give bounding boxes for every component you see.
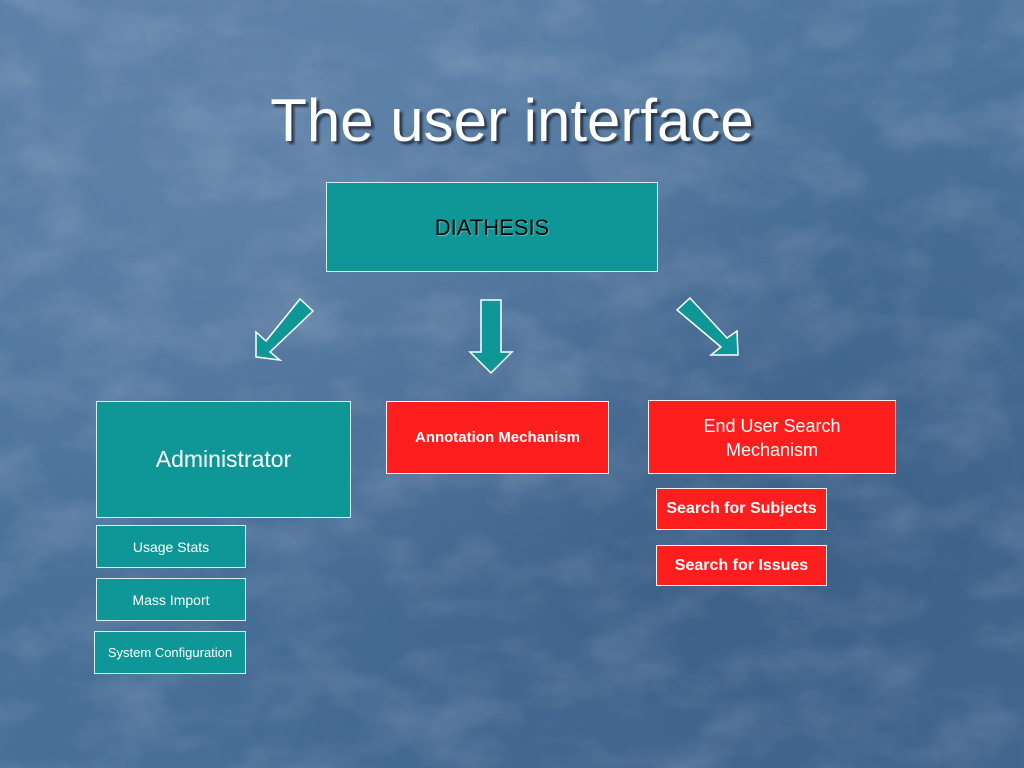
mass-import-box: Mass Import — [96, 578, 246, 621]
diathesis-root-box: DIATHESIS — [326, 182, 658, 272]
slide-title: The user interface — [270, 87, 754, 154]
end-user-search-label-line2: Mechanism — [725, 440, 818, 460]
system-configuration-box: System Configuration — [94, 631, 246, 674]
system-configuration-label: System Configuration — [107, 645, 233, 660]
usage-stats-box: Usage Stats — [96, 525, 246, 568]
end-user-search-label-line1: End User Search — [703, 416, 841, 436]
annotation-mechanism-box: Annotation Mechanism — [386, 401, 609, 474]
end-user-search-label: End User Search Mechanism — [703, 414, 840, 462]
search-for-subjects-box: Search for Subjects — [656, 488, 827, 530]
search-for-issues-box: Search for Issues — [656, 545, 827, 586]
mass-import-label: Mass Import — [132, 591, 210, 608]
diathesis-label: DIATHESIS — [434, 215, 550, 240]
search-for-subjects-label: Search for Subjects — [666, 500, 817, 517]
search-for-issues-label: Search for Issues — [674, 556, 809, 574]
annotation-mechanism-label: Annotation Mechanism — [414, 429, 580, 446]
administrator-label: Administrator — [155, 446, 292, 472]
end-user-search-box: End User Search Mechanism — [648, 400, 896, 474]
administrator-box: Administrator — [96, 401, 351, 518]
usage-stats-label: Usage Stats — [132, 538, 210, 555]
